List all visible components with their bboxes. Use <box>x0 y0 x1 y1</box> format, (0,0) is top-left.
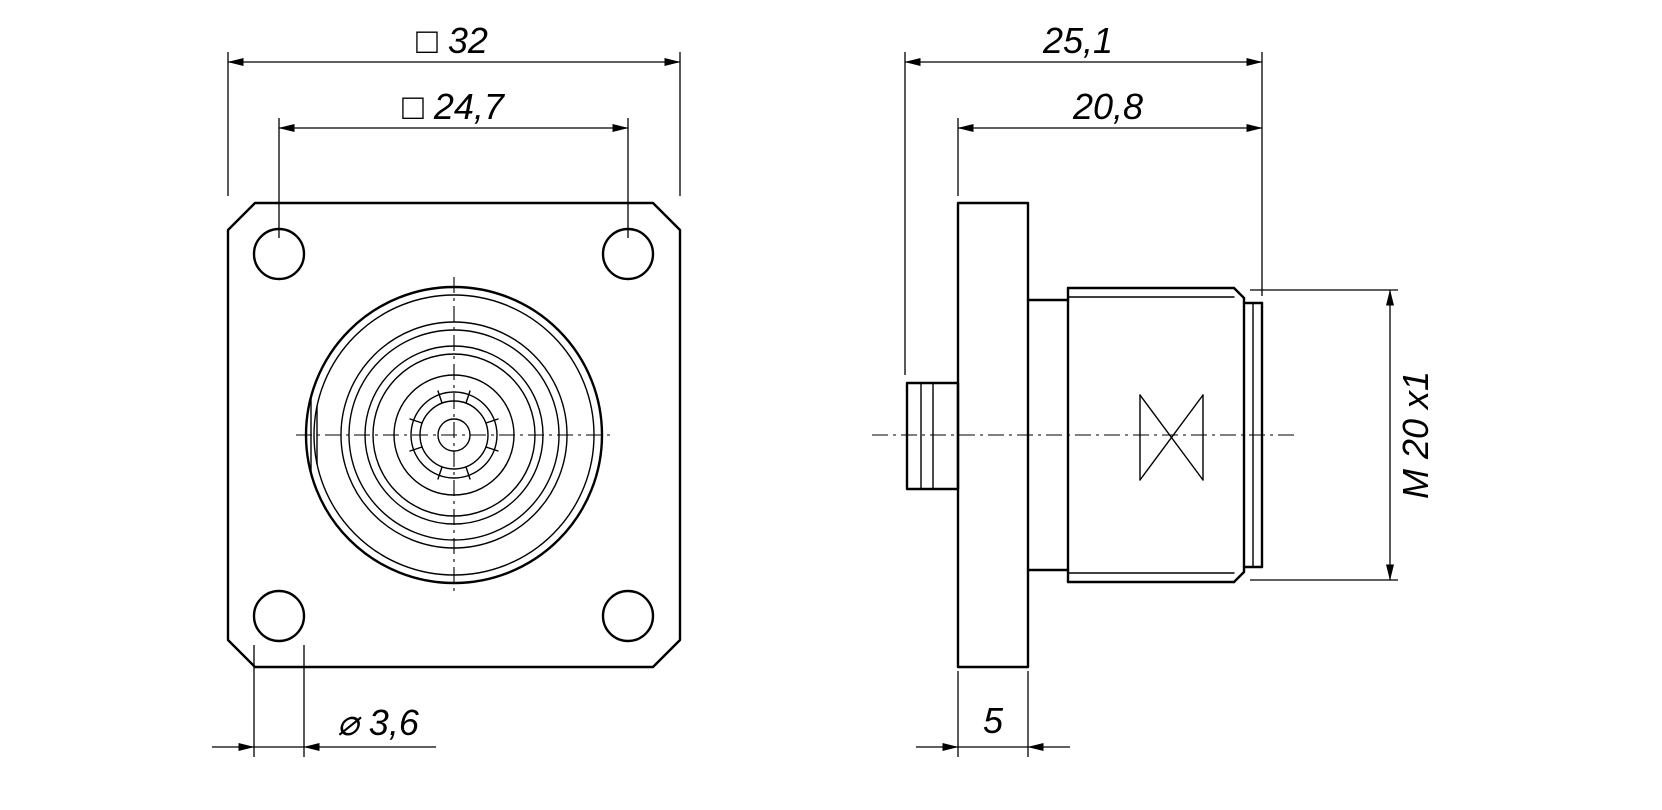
front-view-dimensions: □ 32 □ 24,7 ⌀ 3,6 <box>212 20 681 757</box>
wrench-flat-cross <box>1139 394 1204 481</box>
dim-overall-length: 25,1 <box>904 20 1263 375</box>
slot-line <box>465 466 471 480</box>
dim-label-flange-thickness: 5 <box>983 700 1004 741</box>
front-view <box>226 201 682 669</box>
dim-label-outer-square: □ 32 <box>416 20 488 61</box>
dim-flange-thickness: 5 <box>916 671 1070 757</box>
slot-line <box>437 466 443 480</box>
side-view <box>872 201 1295 669</box>
slot-line <box>409 446 423 452</box>
side-view-dimensions: 25,1 20,8 M 20 x1 5 <box>904 20 1436 757</box>
dim-inner-square: □ 24,7 <box>278 86 629 238</box>
flat-diagonal <box>1139 394 1204 481</box>
slot-line <box>437 390 443 404</box>
nut-chamfer-bottom <box>1232 570 1246 584</box>
dim-thread: M 20 x1 <box>1250 289 1436 581</box>
dim-label-body-length: 20,8 <box>1072 86 1143 127</box>
nut-chamfer-top <box>1232 286 1246 300</box>
contact-slots <box>409 390 499 480</box>
dim-hole-diameter: ⌀ 3,6 <box>212 645 436 757</box>
slot-line <box>465 390 471 404</box>
mounting-hole-bottom-right <box>601 589 655 643</box>
dim-label-overall-length: 25,1 <box>1042 20 1113 61</box>
connector-circle <box>410 391 498 479</box>
slot-line <box>409 418 423 424</box>
mounting-hole-bottom-left <box>252 589 306 643</box>
dim-outer-square: □ 32 <box>227 20 681 196</box>
slot-line <box>485 418 499 424</box>
dim-label-hole-diameter: ⌀ 3,6 <box>337 702 420 743</box>
interface-pin <box>905 381 960 491</box>
dim-label-inner-square: □ 24,7 <box>402 86 506 127</box>
slot-line <box>485 446 499 452</box>
dim-label-thread: M 20 x1 <box>1395 371 1436 499</box>
flange-outline <box>226 201 682 669</box>
dim-body-length: 20,8 <box>957 86 1263 196</box>
